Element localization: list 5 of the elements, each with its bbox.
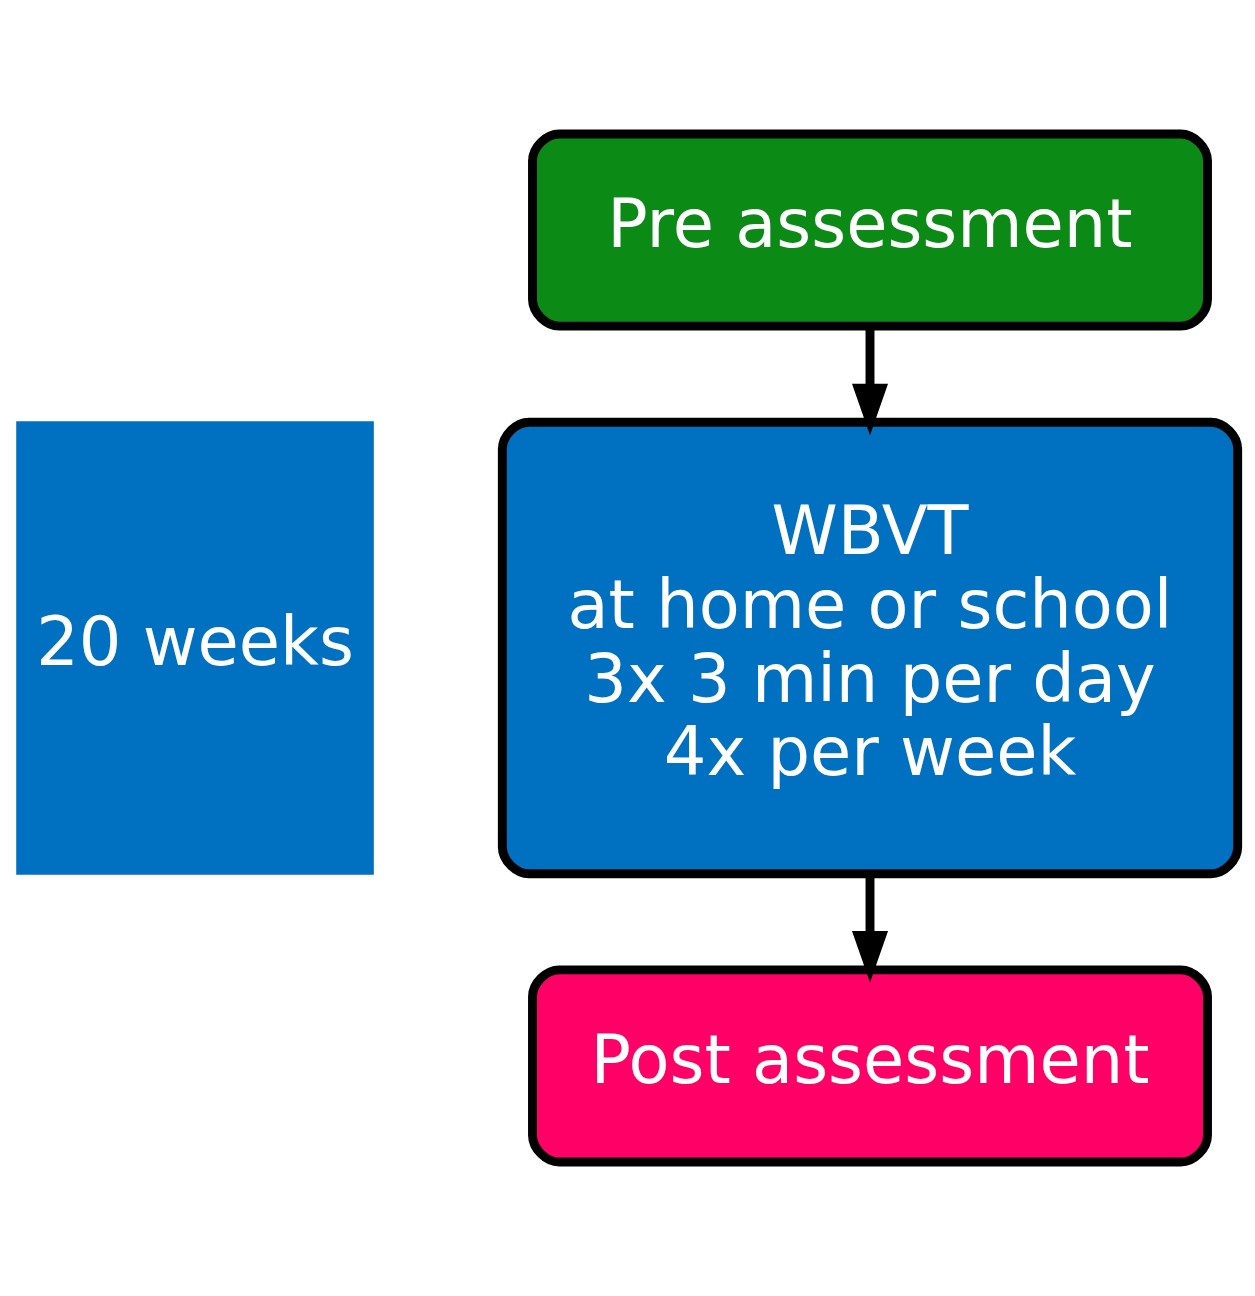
node-box: Pre assessment (528, 129, 1212, 331)
node-box: 20 weeks (16, 421, 374, 875)
arrow (851, 327, 889, 436)
node-box: WBVT at home or school 3x 3 min per day 4x per week (497, 417, 1243, 879)
node-box: Post assessment (528, 965, 1212, 1167)
